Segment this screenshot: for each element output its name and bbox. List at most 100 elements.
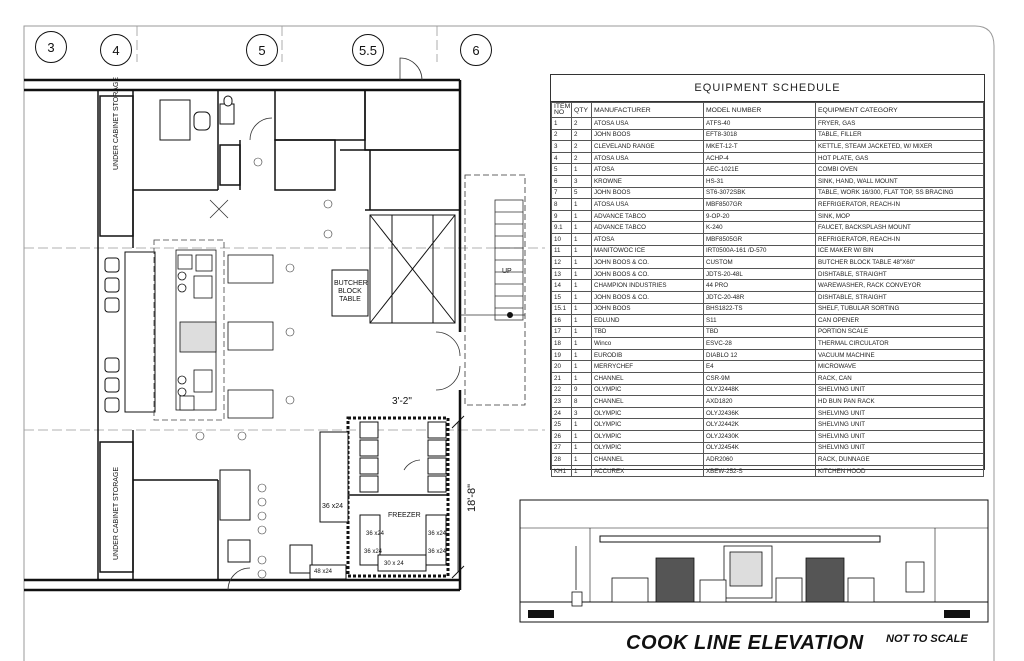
cell-item-no: 17 (551, 325, 572, 339)
cell-model-number: K-240 (703, 221, 816, 234)
dimension-18-8: 18'-8" (466, 483, 478, 512)
cell-model-number: OLYJ2454K (703, 441, 816, 455)
cell-item-no: 6 (551, 174, 572, 188)
cell-equipment-category: SHELVING UNIT (815, 383, 984, 397)
cell-manufacturer: ATOSA (591, 232, 704, 246)
cell-model-number: OLYJ2436K (703, 406, 816, 420)
cell-model-number: E4 (703, 360, 816, 374)
cell-model-number: MBF8505GR (703, 232, 816, 246)
grid-bubble-5-5: 5.5 (352, 34, 384, 66)
cell-equipment-category: VACUUM MACHINE (815, 348, 984, 362)
cell-qty: 1 (571, 325, 592, 339)
cell-manufacturer: MANITOWOC ICE (591, 244, 704, 258)
cell-model-number: CSR-9M (703, 372, 816, 385)
schedule-header-row: ITEM NO QTY MANUFACTURER MODEL NUMBER EQ… (551, 102, 984, 118)
cell-qty: 1 (571, 418, 592, 432)
cell-manufacturer: CHAMPION INDUSTRIES (591, 279, 704, 292)
cell-item-no: 7 (551, 186, 572, 200)
cell-qty: 9 (571, 383, 592, 397)
cell-equipment-category: MICROWAVE (815, 360, 984, 374)
schedule-table: ITEM NO QTY MANUFACTURER MODEL NUMBER EQ… (551, 102, 984, 478)
cell-manufacturer: EDLUND (591, 314, 704, 327)
header-qty: QTY (571, 102, 592, 118)
cell-equipment-category: RACK, DUNNAGE (815, 453, 984, 466)
cell-item-no: 22 (551, 383, 572, 397)
cell-qty: 2 (571, 151, 592, 165)
cell-item-no: 24 (551, 406, 572, 420)
cell-equipment-category: BUTCHER BLOCK TABLE 48"X60" (815, 256, 984, 269)
cell-equipment-category: PORTION SCALE (815, 325, 984, 339)
grid-bubble-4: 4 (100, 34, 132, 66)
cell-qty: 1 (571, 198, 592, 211)
cell-manufacturer: ATOSA USA (591, 151, 704, 165)
equipment-schedule: EQUIPMENT SCHEDULE ITEM NO QTY MANUFACTU… (550, 74, 985, 478)
cell-model-number: ACHP-4 (703, 151, 816, 165)
cell-model-number: MKET-12-T (703, 140, 816, 153)
butcher-block-label: BUTCHER BLOCK TABLE (334, 280, 368, 303)
shelf-label: 36 x24 (322, 503, 344, 510)
cell-manufacturer: JOHN BOOS & CO. (591, 256, 704, 269)
cell-model-number: EFT8-3018 (703, 128, 816, 142)
cell-item-no: 19 (551, 348, 572, 362)
cell-equipment-category: DISHTABLE, STRAIGHT (815, 290, 984, 304)
cell-equipment-category: FRYER, GAS (815, 117, 984, 130)
cell-manufacturer: ACCUREX (591, 464, 704, 478)
grid-bubble-3: 3 (35, 31, 67, 63)
cell-qty: 1 (571, 279, 592, 292)
cell-equipment-category: REFRIGERATOR, REACH-IN (815, 232, 984, 246)
cell-qty: 1 (571, 360, 592, 374)
cell-equipment-category: THERMAL CIRCULATOR (815, 337, 984, 350)
cell-equipment-category: SHELVING UNIT (815, 441, 984, 455)
cell-manufacturer: ADVANCE TABCO (591, 209, 704, 223)
cell-qty: 5 (571, 186, 592, 200)
cell-item-no: 12 (551, 256, 572, 269)
cell-model-number: AEC-1021E (703, 163, 816, 176)
cell-item-no: 11 (551, 244, 572, 258)
cell-item-no: 3 (551, 140, 572, 153)
cell-qty: 3 (571, 174, 592, 188)
cell-equipment-category: ICE MAKER W/ BIN (815, 244, 984, 258)
cell-manufacturer: ATOSA (591, 163, 704, 176)
cell-item-no: 21 (551, 372, 572, 385)
cell-equipment-category: SHELF, TUBULAR SORTING (815, 302, 984, 316)
cell-item-no: 10 (551, 232, 572, 246)
cell-model-number: HS-31 (703, 174, 816, 188)
cell-manufacturer: JOHN BOOS & CO. (591, 290, 704, 304)
cell-item-no: 20 (551, 360, 572, 374)
cell-qty: 1 (571, 302, 592, 316)
cell-manufacturer: OLYMPIC (591, 430, 704, 443)
header-model-number: MODEL NUMBER (703, 102, 816, 118)
cell-model-number: JDTS-20-48L (703, 267, 816, 281)
shelf-label: 36 x24 (428, 531, 447, 537)
cell-qty: 3 (571, 406, 592, 420)
cell-equipment-category: SHELVING UNIT (815, 430, 984, 443)
cell-equipment-category: REFRIGERATOR, REACH-IN (815, 198, 984, 211)
cell-manufacturer: EURODIB (591, 348, 704, 362)
cell-manufacturer: ADVANCE TABCO (591, 221, 704, 234)
cell-qty: 1 (571, 232, 592, 246)
cell-item-no: 28 (551, 453, 572, 466)
level-mark: 3'-2" (392, 396, 412, 407)
cell-model-number: 9-OP-20 (703, 209, 816, 223)
cell-item-no: 26 (551, 430, 572, 443)
shelf-label: 36 x24 (364, 549, 383, 555)
cell-item-no: 5 (551, 163, 572, 176)
